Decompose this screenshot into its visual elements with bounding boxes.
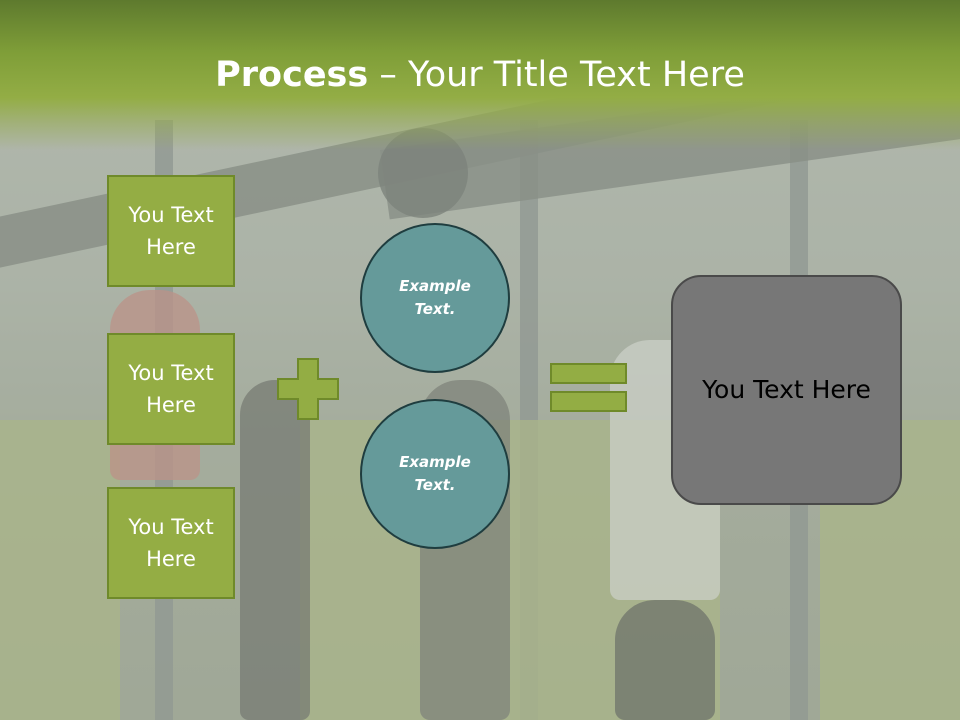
text-box-3: You Text Here [107,487,235,599]
title-bold: Process [215,55,369,95]
title-band [0,0,960,150]
text-box-1: You Text Here [107,175,235,287]
equals-bar-top [550,363,627,384]
example-circle-2-label: Example Text. [399,453,471,494]
plus-icon [277,358,339,420]
slide-title: Process – Your Title Text Here [0,52,960,98]
result-box: You Text Here [671,275,902,505]
example-circle-2: Example Text. [360,399,510,549]
title-rest: – Your Title Text Here [368,55,745,95]
example-circle-1: Example Text. [360,223,510,373]
text-box-2-label: You Text Here [128,361,214,417]
equals-bar-bottom [550,391,627,412]
example-circle-1-label: Example Text. [399,277,471,318]
text-box-1-label: You Text Here [128,203,214,259]
result-box-label: You Text Here [702,375,871,404]
text-box-2: You Text Here [107,333,235,445]
text-box-3-label: You Text Here [128,515,214,571]
